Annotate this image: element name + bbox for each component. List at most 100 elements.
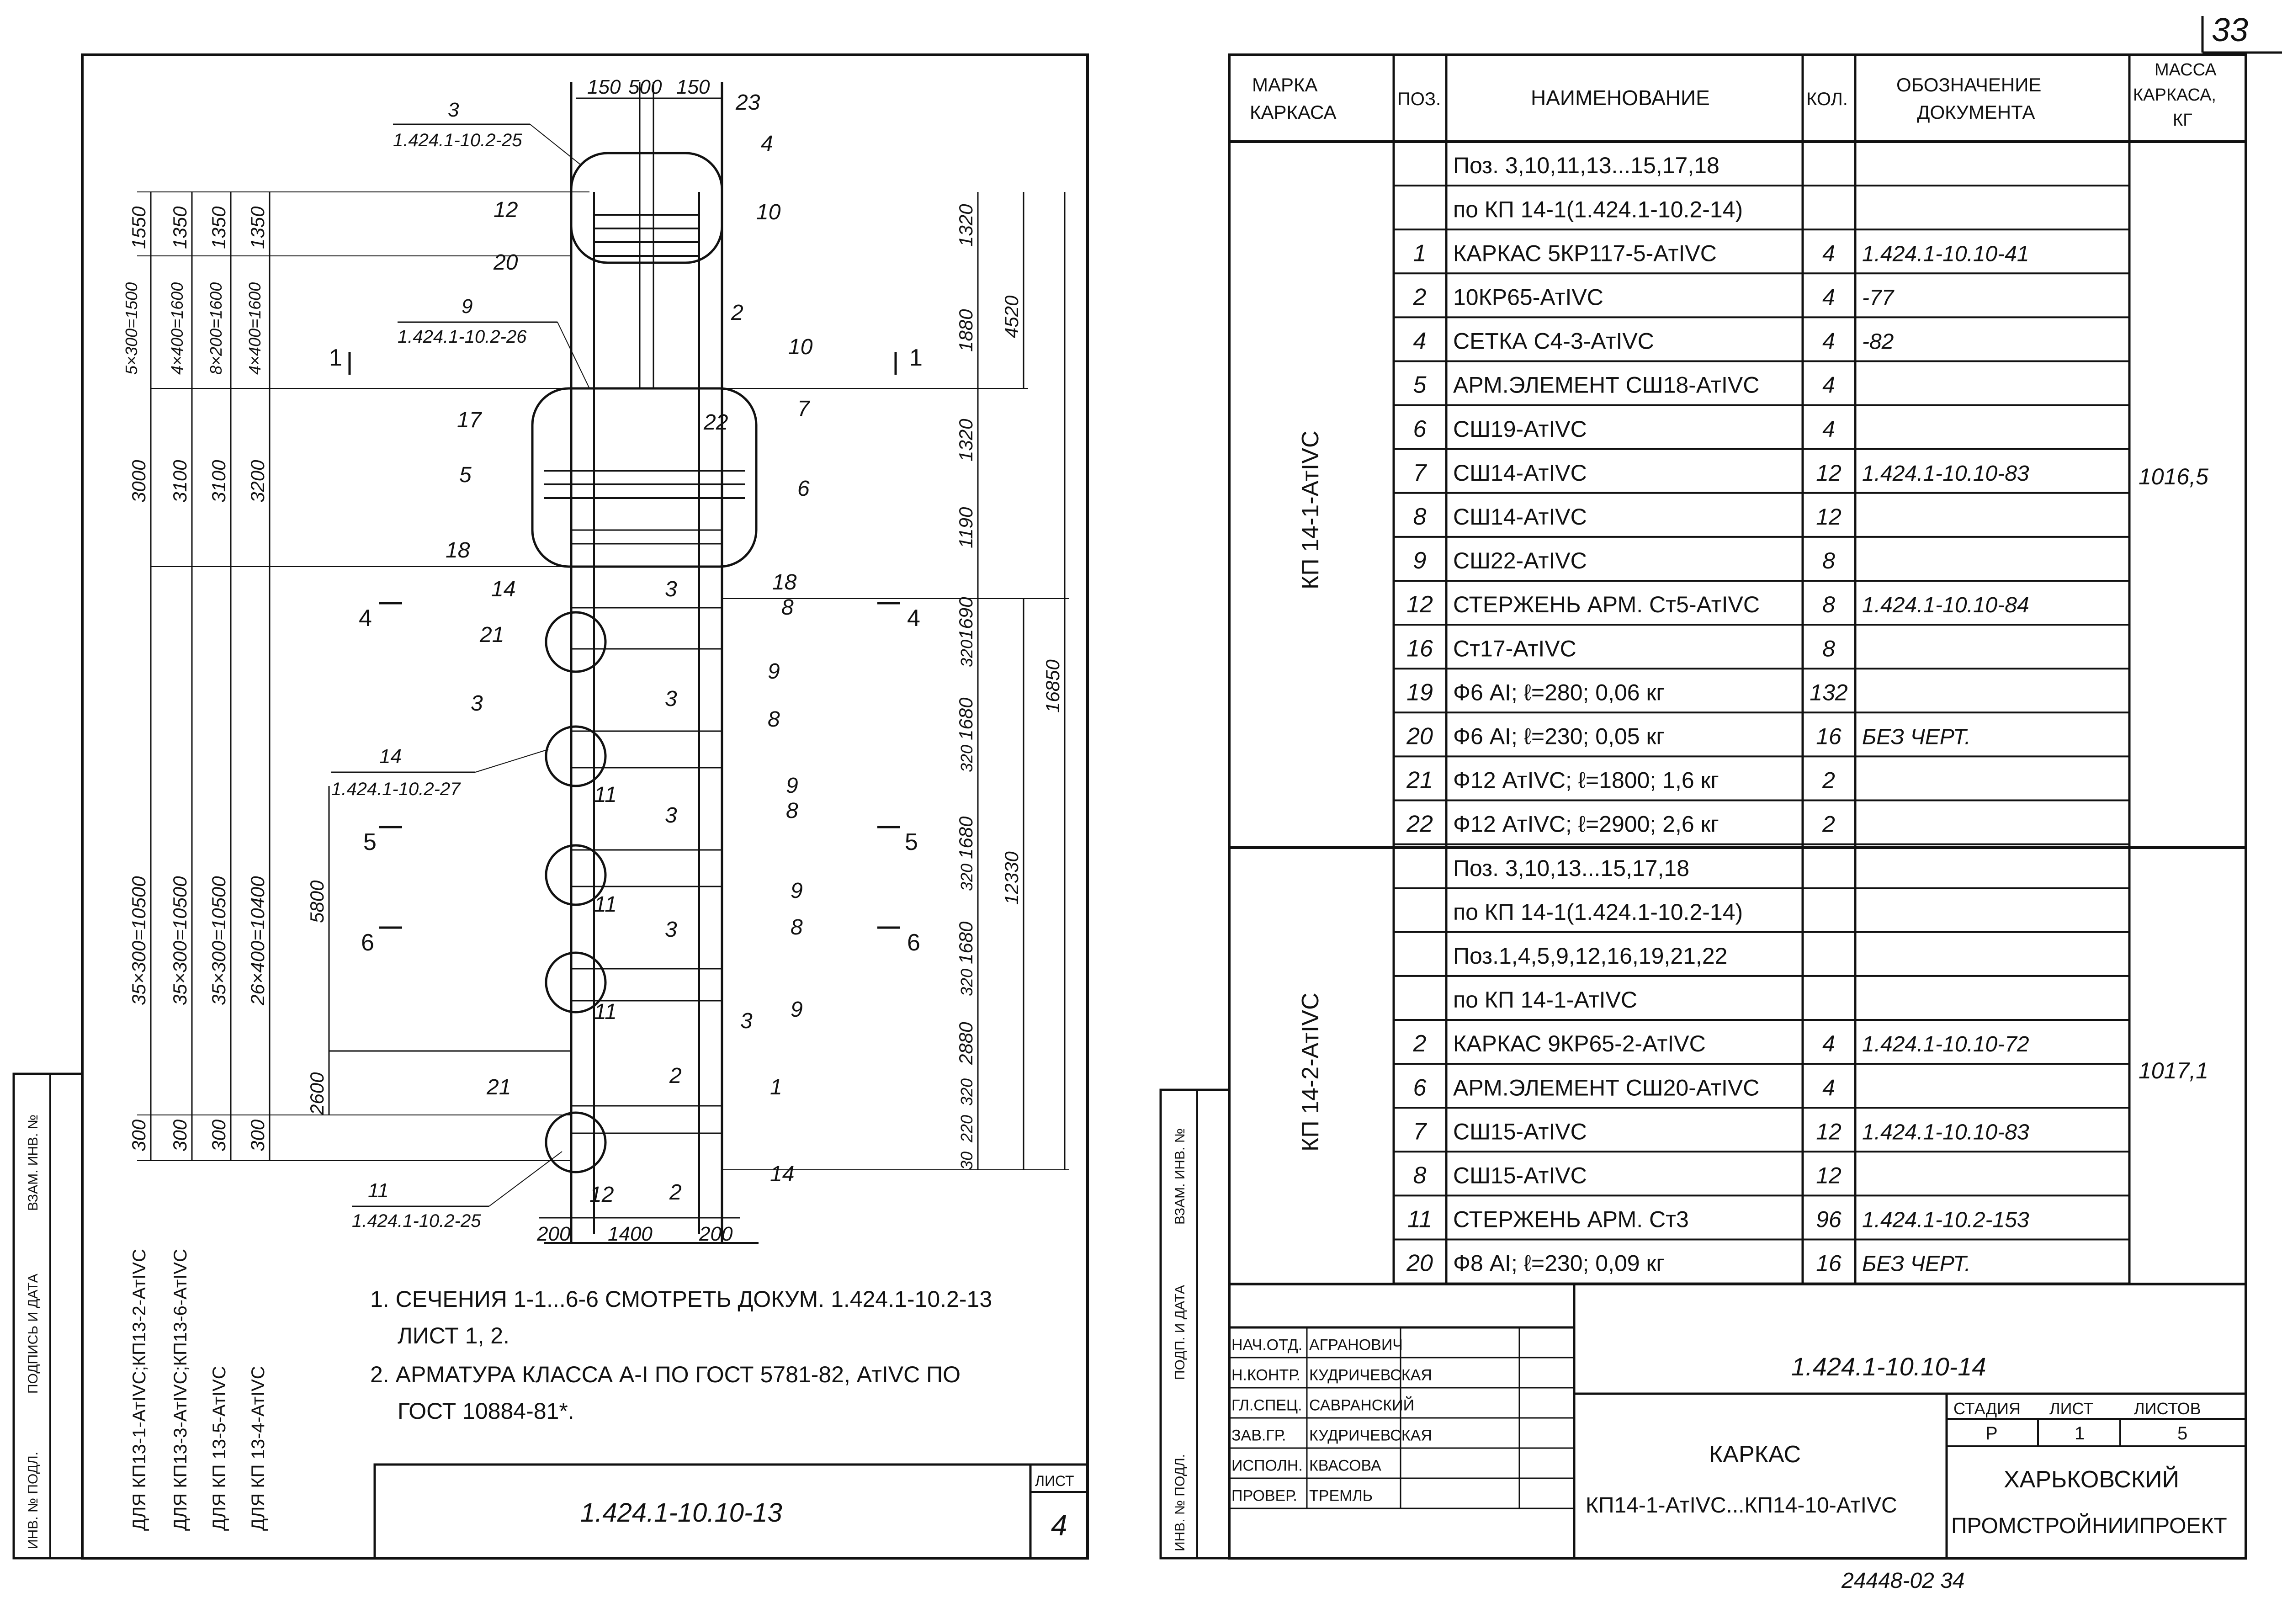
row-qty: 12	[1816, 1162, 1842, 1188]
note-2b: ГОСТ 10884-81*.	[398, 1398, 574, 1424]
hdr-pos: ПОЗ.	[1397, 89, 1441, 109]
group-mass-2: 1017,1	[2139, 1058, 2208, 1083]
row-qty: 4	[1822, 284, 1835, 310]
rdim-15: 30	[957, 1152, 976, 1170]
row-name: КАРКАС 9КР65-2-АтIVС	[1453, 1031, 1706, 1056]
left-strip-inv: ИНВ. № ПОДЛ.	[26, 1452, 41, 1549]
stamp-sheets-label: ЛИСТОВ	[2134, 1399, 2201, 1418]
row-qty: 16	[1816, 723, 1842, 749]
mid-dim-2600: 2600	[306, 1072, 328, 1115]
dim-c2-top: 1350	[169, 206, 191, 249]
sec-6b: 6	[907, 929, 920, 956]
middle-dimensions: 5800 2600	[306, 786, 571, 1115]
position-labels: 23 4 12 10 20 2 10 17 22 7 5 6 18 18 14 …	[446, 90, 813, 1207]
rdim-7: 320	[957, 745, 976, 772]
right-dimension-chain: 1320 1880 1320 1190 1690 320 1680 320 16…	[722, 192, 1069, 1170]
rdim-12: 2880	[955, 1022, 976, 1065]
pos-9c: 9	[791, 879, 803, 903]
rtot-16850: 16850	[1042, 659, 1063, 713]
note-2: 2. АРМАТУРА КЛАССА А-I ПО ГОСТ 5781-82, …	[370, 1362, 961, 1387]
pos-8d: 8	[791, 915, 803, 939]
row-name: Ф12 АтIVС; ℓ=2900; 2,6 кг	[1453, 812, 1719, 837]
row-pos: 1	[1413, 240, 1427, 266]
dim-c1-top: 5×300=1500	[122, 282, 141, 375]
pos-10a: 10	[756, 200, 781, 224]
row-name: СШ22-АтIVС	[1453, 548, 1587, 573]
dim-c3-main: 35×300=10500	[208, 876, 229, 1005]
stamp-doc: 1.424.1-10.10-14	[1791, 1352, 1986, 1381]
dim-c1-main: 35×300=10500	[128, 876, 149, 1005]
stamp-role: ЗАВ.ГР.	[1231, 1427, 1286, 1444]
right-strip-vzam: ВЗАМ. ИНВ. №	[1173, 1128, 1188, 1225]
row-name: Ф6 АI; ℓ=230; 0,05 кг	[1453, 723, 1665, 749]
rdim-14: 220	[957, 1115, 976, 1143]
pos-9a: 9	[768, 659, 780, 684]
group-mark-1: КП 14-1-АтIVС	[1297, 430, 1324, 589]
stamp-sheet: 1	[2075, 1423, 2085, 1444]
ref9-num: 9	[462, 295, 472, 318]
dim-c3-mid: 3100	[208, 460, 229, 503]
pos-9b: 9	[786, 774, 798, 798]
row-name: СЕТКА С4-3-АтIVС	[1453, 329, 1654, 354]
dim-c4-bot: 300	[247, 1119, 268, 1152]
row-name: СШ14-АтIVС	[1453, 460, 1587, 486]
row-qty: 12	[1816, 1119, 1842, 1144]
stamp-role: НАЧ.ОТД.	[1231, 1337, 1302, 1354]
dim-c2-bot: 300	[169, 1119, 191, 1152]
pos-12: 12	[494, 198, 518, 222]
left-sheet-label: ЛИСТ	[1035, 1473, 1074, 1489]
dim-c4-top: 1350	[247, 206, 268, 249]
sec-1b: 1	[909, 345, 923, 371]
pos-22: 22	[703, 410, 728, 435]
mid-dim-5800: 5800	[306, 880, 328, 923]
row-name: Ф12 АтIVС; ℓ=1800; 1,6 кг	[1453, 768, 1719, 793]
row-pos: 11	[1407, 1206, 1432, 1233]
stamp-org-2: ПРОМСТРОЙНИИПРОЕКТ	[1951, 1513, 2227, 1538]
ref14-doc: 1.424.1-10.2-27	[331, 779, 461, 799]
row-doc: 1.424.1-10.2-153	[1862, 1208, 2029, 1232]
row-qty: 4	[1822, 329, 1835, 354]
left-stamp: 1.424.1-10.10-13 ЛИСТ 4	[373, 1463, 1089, 1560]
top-dim-2: 500	[628, 76, 662, 98]
rdim-4: 1690	[955, 597, 976, 640]
for-label-3: ДЛЯ КП 13-5-АтIVС	[209, 1366, 229, 1531]
pos-8b: 8	[768, 707, 780, 732]
left-sheet: ИНВ. № ПОДЛ. ПОДПИСЬ И ДАТА ВЗАМ. ИНВ. №…	[12, 53, 1089, 1560]
right-side-strip	[1159, 1088, 1231, 1560]
row-pos: 22	[1406, 811, 1433, 838]
rdim-8: 1680	[955, 816, 976, 859]
ref11-num: 11	[368, 1179, 389, 1202]
ref14-num: 14	[379, 745, 402, 768]
pos-6: 6	[797, 477, 810, 501]
row-name: КАРКАС 5КР117-5-АтIVС	[1453, 240, 1717, 266]
rdim-13: 320	[957, 1078, 976, 1106]
row-name: Ф8 АI; ℓ=230; 0,09 кг	[1453, 1251, 1665, 1276]
row-doc: 1.424.1-10.10-41	[1862, 242, 2029, 266]
pos-5: 5	[459, 463, 472, 487]
bot-dim-1: 200	[536, 1223, 571, 1245]
row-doc: 1.424.1-10.10-83	[1862, 1120, 2029, 1144]
pos-18a: 18	[446, 538, 470, 563]
row-qty: 2	[1822, 812, 1835, 837]
row-name: СТЕРЖЕНЬ АРМ. Ст3	[1453, 1207, 1689, 1232]
row-name: АРМ.ЭЛЕМЕНТ СШ20-АтIVС	[1453, 1075, 1759, 1100]
row-pos: 2	[1413, 1030, 1427, 1057]
row-name: СТЕРЖЕНЬ АРМ. Ст5-АтIVС	[1453, 592, 1760, 617]
hdr-qty: КОЛ.	[1806, 89, 1848, 109]
dim-c2-main: 35×300=10500	[169, 876, 191, 1005]
dim-c1-mid: 3000	[128, 460, 149, 503]
row-pos: 16	[1406, 635, 1433, 662]
stamp-role: ИСПОЛН.	[1231, 1457, 1303, 1475]
for-labels: ДЛЯ КП13-1-АтIVС;КП13-2-АтIVС ДЛЯ КП13-3…	[129, 1249, 268, 1531]
row-name: Поз. 3,10,13...15,17,18	[1453, 855, 1689, 881]
pos-23: 23	[735, 90, 760, 115]
stamp-role: Н.КОНТР.	[1231, 1367, 1300, 1384]
left-strip-vzam: ВЗАМ. ИНВ. №	[26, 1115, 41, 1211]
right-sheet-border	[1228, 53, 2247, 1560]
ref3-num: 3	[448, 99, 459, 121]
group-mark-2: КП 14-2-АтIVС	[1297, 992, 1324, 1152]
dim-c2-b: 4×400=1600	[168, 282, 186, 375]
rdim-11: 320	[957, 969, 976, 996]
pos-2b: 2	[669, 1064, 682, 1088]
stamp-org-1: ХАРЬКОВСКИЙ	[2004, 1466, 2179, 1493]
